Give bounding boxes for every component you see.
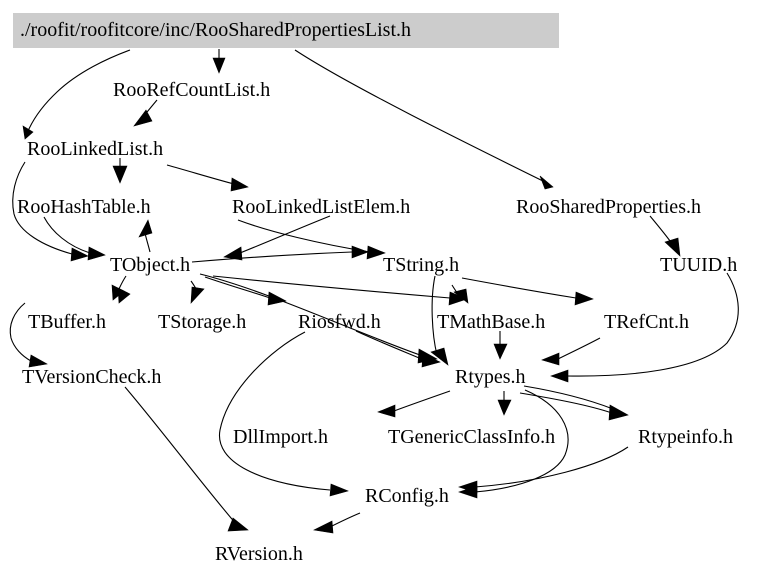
- node-roorefcountlist[interactable]: RooRefCountList.h: [113, 79, 271, 101]
- node-roolinkedlistelem[interactable]: RooLinkedListElem.h: [232, 196, 411, 218]
- node-trefcnt[interactable]: TRefCnt.h: [604, 311, 689, 333]
- edge-rtypes-to-rtypeinfo: [519, 385, 629, 421]
- edge-root-to-roolinkedlist: [22, 49, 131, 140]
- node-rtypes[interactable]: Rtypes.h: [455, 366, 526, 388]
- node-tstorage[interactable]: TStorage.h: [158, 311, 247, 333]
- edge-tstring-to-rtypes: [430, 275, 449, 366]
- node-tversioncheck[interactable]: TVersionCheck.h: [22, 366, 162, 388]
- node-rtypeinfo[interactable]: Rtypeinfo.h: [638, 426, 733, 448]
- edge-rconfig-to-rversion: [313, 512, 361, 534]
- edge-tobject-to-tmathbase: [212, 275, 468, 306]
- node-roohashtable[interactable]: RooHashTable.h: [17, 196, 151, 218]
- edge-tobject-to-riosfwd: [204, 276, 287, 306]
- node-tbuffer[interactable]: TBuffer.h: [28, 311, 106, 333]
- edge-riosfwd-to-rconfig: [218, 331, 349, 497]
- node-roolinkedlist[interactable]: RooLinkedList.h: [27, 138, 164, 160]
- edge-roolinkedlist-to-roohashtable: [112, 158, 128, 184]
- edge-roosharedproperties-to-tuuid: [649, 215, 681, 257]
- node-rconfig[interactable]: RConfig.h: [365, 485, 449, 507]
- edge-trefcnt-to-rtypes: [541, 337, 601, 366]
- node-rversion[interactable]: RVersion.h: [215, 543, 303, 565]
- edge-tbuffer-to-tversioncheck: [9, 302, 48, 368]
- node-tuuid[interactable]: TUUID.h: [660, 254, 738, 276]
- edge-roohashtable-to-tobject: [43, 216, 106, 261]
- edge-tmathbase-to-rtypes: [493, 330, 508, 360]
- node-tmathbase[interactable]: TMathBase.h: [437, 311, 546, 333]
- edge-tstring-to-trefcnt: [461, 277, 594, 306]
- edge-tuuid-to-rtypes: [550, 272, 739, 383]
- node-dllimport[interactable]: DllImport.h: [233, 426, 328, 448]
- edge-roorefcountlist-to-roolinkedlist: [133, 99, 158, 127]
- edge-tobject-to-tstorage: [190, 280, 205, 304]
- edge-tversioncheck-to-rversion: [124, 386, 249, 532]
- edge-root-to-roosharedproperties: [294, 49, 554, 190]
- edge-riosfwd-to-rtypes: [355, 330, 441, 368]
- node-tobject[interactable]: TObject.h: [110, 254, 191, 276]
- edge-rtypes-to-tgenericclassinfo: [497, 391, 512, 416]
- node-riosfwd[interactable]: Riosfwd.h: [298, 311, 381, 333]
- edge-rtypes-to-dllimport: [377, 390, 451, 418]
- edge-rtypeinfo-to-rconfig: [458, 446, 629, 494]
- node-root[interactable]: ./roofit/roofitcore/inc/RooSharedPropert…: [13, 13, 559, 48]
- edge-root-to-roorefcountlist: [212, 48, 226, 74]
- edge-tobject-to-roohashtable: [138, 219, 153, 253]
- node-tgenericclassinfo[interactable]: TGenericClassInfo.h: [388, 426, 556, 448]
- edge-roolinkedlist-to-tobject: [12, 161, 89, 262]
- node-tstring[interactable]: TString.h: [383, 254, 460, 276]
- edge-tobject-to-tbuffer: [111, 275, 131, 304]
- node-roosharedproperties[interactable]: RooSharedProperties.h: [516, 196, 701, 218]
- edge-tstring-to-tmathbase: [451, 284, 469, 304]
- edge-tobject-to-tstring: [191, 245, 369, 263]
- edge-roolinkedlist-to-roolinkedlistelem: [166, 164, 249, 192]
